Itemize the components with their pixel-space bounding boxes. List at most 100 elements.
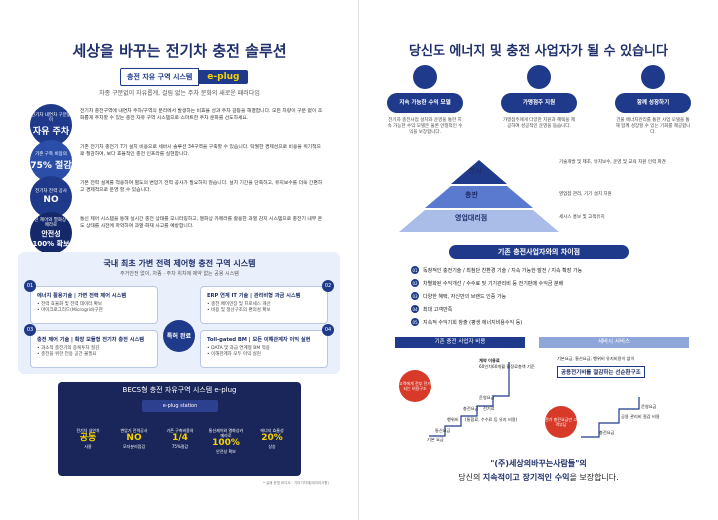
badge-small-text: 전기차 내연차 구분없이 xyxy=(30,113,72,123)
compare-left-bubble: 고객에게 전부 전가되는 비용구조 xyxy=(399,370,431,402)
box-number: 03 xyxy=(24,324,36,336)
pill-brand: e-plug xyxy=(199,70,248,84)
pyramid-top xyxy=(451,160,507,184)
pyramid-label: 총판 xyxy=(465,191,478,199)
box-title: Toll-gated BM | 모든 이해관계자 이익 실현 xyxy=(207,337,311,343)
pyramid-desc: 기술개발 및 제조, 유지보수, 운영 및 교육 지원 인력 파견 xyxy=(559,160,666,165)
feature-no-power-work: 전기차 전력 공사 NO 기본 전력 설계를 적용하여 별도의 변압기 전력 공… xyxy=(30,176,326,218)
feature-cost-saving: 기존 구축 비용의 75% 절감 기존 전기차 충전기 7기 설치 비용으로 세… xyxy=(30,140,326,182)
system-box-3: 충전 제어 기술 | 확장 모듈형 전기차 충전 시스템 • 과소적 충전기의 … xyxy=(30,330,158,368)
station-label: e-plug station xyxy=(142,400,218,412)
system-box-1: 에너지 활용기술 | 가변 전력 제어 시스템 • 전력 효율화 및 전력 데이… xyxy=(30,286,158,324)
box-line: • 이해관계자 모두 이익 실현 xyxy=(207,352,261,357)
card-title: 가맹점주 지원 xyxy=(501,93,577,113)
pill-label: 충전 자유 구역 시스템 xyxy=(120,68,200,86)
left-note: (통합료, 수수료 등 유지 비용) xyxy=(465,417,518,422)
left-item: 충전요금 xyxy=(463,406,479,411)
becs-item: 변압기 전력공사 NO 모자분리점검 xyxy=(120,428,148,449)
left-item: 전기료 xyxy=(483,406,495,411)
right-item: 충전요금 xyxy=(599,430,615,435)
box-line: • 비용 및 정산구조의 편의성 확보 xyxy=(207,308,271,313)
pyramid-bottom xyxy=(399,210,559,232)
right-highlight: 공용전기비를 절감하는 선순환구조 xyxy=(557,366,645,378)
right-desc: 기본요금, 통신요금, 행위비 유지비용이 없이 xyxy=(557,356,635,361)
becs-item: 통신제어와 열화상카메라로 100% 안전성 확보 xyxy=(208,428,244,454)
right-page: 당신도 에너지 및 충전 사업자가 될 수 있습니다 지속 가능한 수익 모델 … xyxy=(359,0,718,520)
badge-big-text: 자유 주차 xyxy=(32,127,70,137)
box-number: 04 xyxy=(322,324,334,336)
left-item: 60인치60개월 월정료총액 기준 xyxy=(479,364,535,369)
feature-text: 전기차 충전구역에 내연차 주차/구역의 분리에서 발생하는 비효율 성과 주차… xyxy=(80,109,323,121)
left-title: 세상을 바꾸는 전기차 충전 솔루션 xyxy=(72,42,287,60)
box-number: 02 xyxy=(322,280,334,292)
becs-item: 에너지 효율성 20% 상승 xyxy=(260,428,284,449)
feature-free-parking: 전기차 내연차 구분없이 자유 주차 전기차 충전구역에 내연차 주차/구역의 … xyxy=(30,104,326,146)
closing-line-2: 당신의 지속적이고 장기적인 수익을 보장합니다. xyxy=(458,473,619,482)
becs-item: 전기차 내연차 공동 사용 xyxy=(76,428,100,449)
box-title: ERP 연계 IT 기술 | 관리비형 과금 시스템 xyxy=(207,293,301,299)
closing-line-1: "(주)세상의바꾸는사람들"의 xyxy=(490,459,587,468)
badge-small-text: 기존 구축 비용의 xyxy=(35,151,67,157)
left-subtitle: 차종 구분없이 자유롭게, 걸림 없는 주차 문화의 새로운 패러다임 xyxy=(99,90,260,97)
feature-text: 기존 전기차 충전기 7기 설치 비용으로 세바시 솔루션 34구역을 구축할 … xyxy=(80,145,321,157)
people-icon xyxy=(641,65,665,89)
box-line: • DATA 및 과금 연계형 BM 적용 xyxy=(207,346,270,351)
box-number: 01 xyxy=(24,280,36,292)
card-desc: 건물 에너지관리를 통한 사업 모델을 통해 함께 성장할 수 있는 기회를 제… xyxy=(615,118,691,135)
product-pill: 충전 자유 구역 시스템 e-plug xyxy=(120,68,248,86)
pyramid-middle xyxy=(425,186,533,208)
left-item: 기본 요금 xyxy=(427,437,444,442)
badge-small-text: 전기차 전력 공사 xyxy=(35,189,67,194)
card-title: 함께 성장하기 xyxy=(615,93,691,113)
badge-big-text: 75% 절감 xyxy=(30,160,72,171)
becs-item: 기존 구축비용의 1/4 75%절감 xyxy=(166,428,194,449)
differences-title: 기존 충전사업자와의 차이점 xyxy=(449,245,629,259)
compare-right-bubble: 전기 충전요금만 고객부담 xyxy=(545,406,577,438)
box-line: • 마이크로그리드(Microgrid)구현 xyxy=(37,308,103,313)
feature-text: 기본 전력 설계를 적용하여 별도의 변압기 전력 공사가 필요하지 않습니다.… xyxy=(80,181,323,193)
right-title: 당신도 에너지 및 충전 사업자가 될 수 있습니다 xyxy=(409,44,668,59)
card-franchise: 가맹점주 지원 가맹점주에게 다양한 지원과 혜택을 제공하여 성공적인 운영을… xyxy=(501,65,577,130)
left-item: 계약 이용료 xyxy=(479,358,500,363)
compare-right-head: 세바시 서비스 xyxy=(539,337,689,348)
box-line: • 과소적 충전기의 중복투자 절감 xyxy=(37,346,100,351)
right-item: 운영요금 xyxy=(641,404,657,409)
feature-badge: 기존 구축 비용의 75% 절감 xyxy=(30,140,72,182)
left-item: 운영요금 xyxy=(479,395,495,400)
coin-icon xyxy=(413,65,437,89)
card-title: 지속 가능한 수익 모델 xyxy=(387,93,463,113)
box-line: • 충전을 위한 전용 공간 불필요 xyxy=(37,352,97,357)
system-box-2: ERP 연계 IT 기술 | 관리비형 과금 시스템 • 충전 페이먼장 및 프… xyxy=(200,286,328,324)
box-line: • 충전 페이먼장 및 프로세스 개선 xyxy=(207,302,271,307)
card-growth: 함께 성장하기 건물 에너지관리를 통한 사업 모델을 통해 함께 성장할 수 … xyxy=(615,65,691,136)
box-title: 충전 제어 기술 | 확장 모듈형 전기차 충전 시스템 xyxy=(37,337,145,343)
pyramid-desc: 세시스 홍보 및 고객유치 xyxy=(559,215,605,220)
system-section-title: 국내 최초 가변 전력 제어형 충전 구역 시스템 xyxy=(103,259,256,268)
compare-left-head: 기존 충전 사업자 비용 xyxy=(395,337,525,348)
becs-panel: BECS형 충전 자유구역 시스템 e-plug e-plug station … xyxy=(58,382,301,476)
system-box-4: Toll-gated BM | 모든 이해관계자 이익 실현 • DATA 및 … xyxy=(200,330,328,368)
pyramid-graphic xyxy=(399,160,559,232)
feature-badge: 전기차 전력 공사 NO xyxy=(30,176,72,218)
card-desc: 전기차 충전사업 설치와 운영을 통한 지속 가능한 수익 모델은 물론 안정적… xyxy=(387,118,463,135)
becs-title: BECS형 충전 자유구역 시스템 e-plug xyxy=(122,386,237,394)
badge-big-text: 안전성 100% 확보 xyxy=(32,229,70,248)
box-title: 에너지 활용기술 | 가변 전력 제어 시스템 xyxy=(37,293,127,299)
handshake-icon xyxy=(527,65,551,89)
pyramid-label: 영업대리점 xyxy=(455,214,488,222)
system-section-subtitle: 주거안전 없이, 차종 · 주차 위치에 제약 없는 공용 시스템 xyxy=(120,271,239,277)
feature-safety: 통신 제어와 열화상 카메라로 안전성 100% 확보 통신 제어 시스템을 통… xyxy=(30,212,326,254)
feature-text: 통신 제어 시스템을 통해 실시간 충전 상태를 모니터링하고, 열화상 카메라… xyxy=(80,217,323,229)
feature-badge: 통신 제어와 열화상 카메라로 안전성 100% 확보 xyxy=(30,212,72,254)
pyramid-label: 본사 xyxy=(469,167,482,175)
left-item: 행위비 xyxy=(447,417,459,422)
right-item: 공용 관리비 절감 비용 xyxy=(621,414,660,419)
pyramid-desc: 영업점 관리, 기기 설치 지원 xyxy=(559,192,612,197)
footnote: * 실제 운영 비디오 · 기타기자재(테이어사항) xyxy=(263,481,329,485)
